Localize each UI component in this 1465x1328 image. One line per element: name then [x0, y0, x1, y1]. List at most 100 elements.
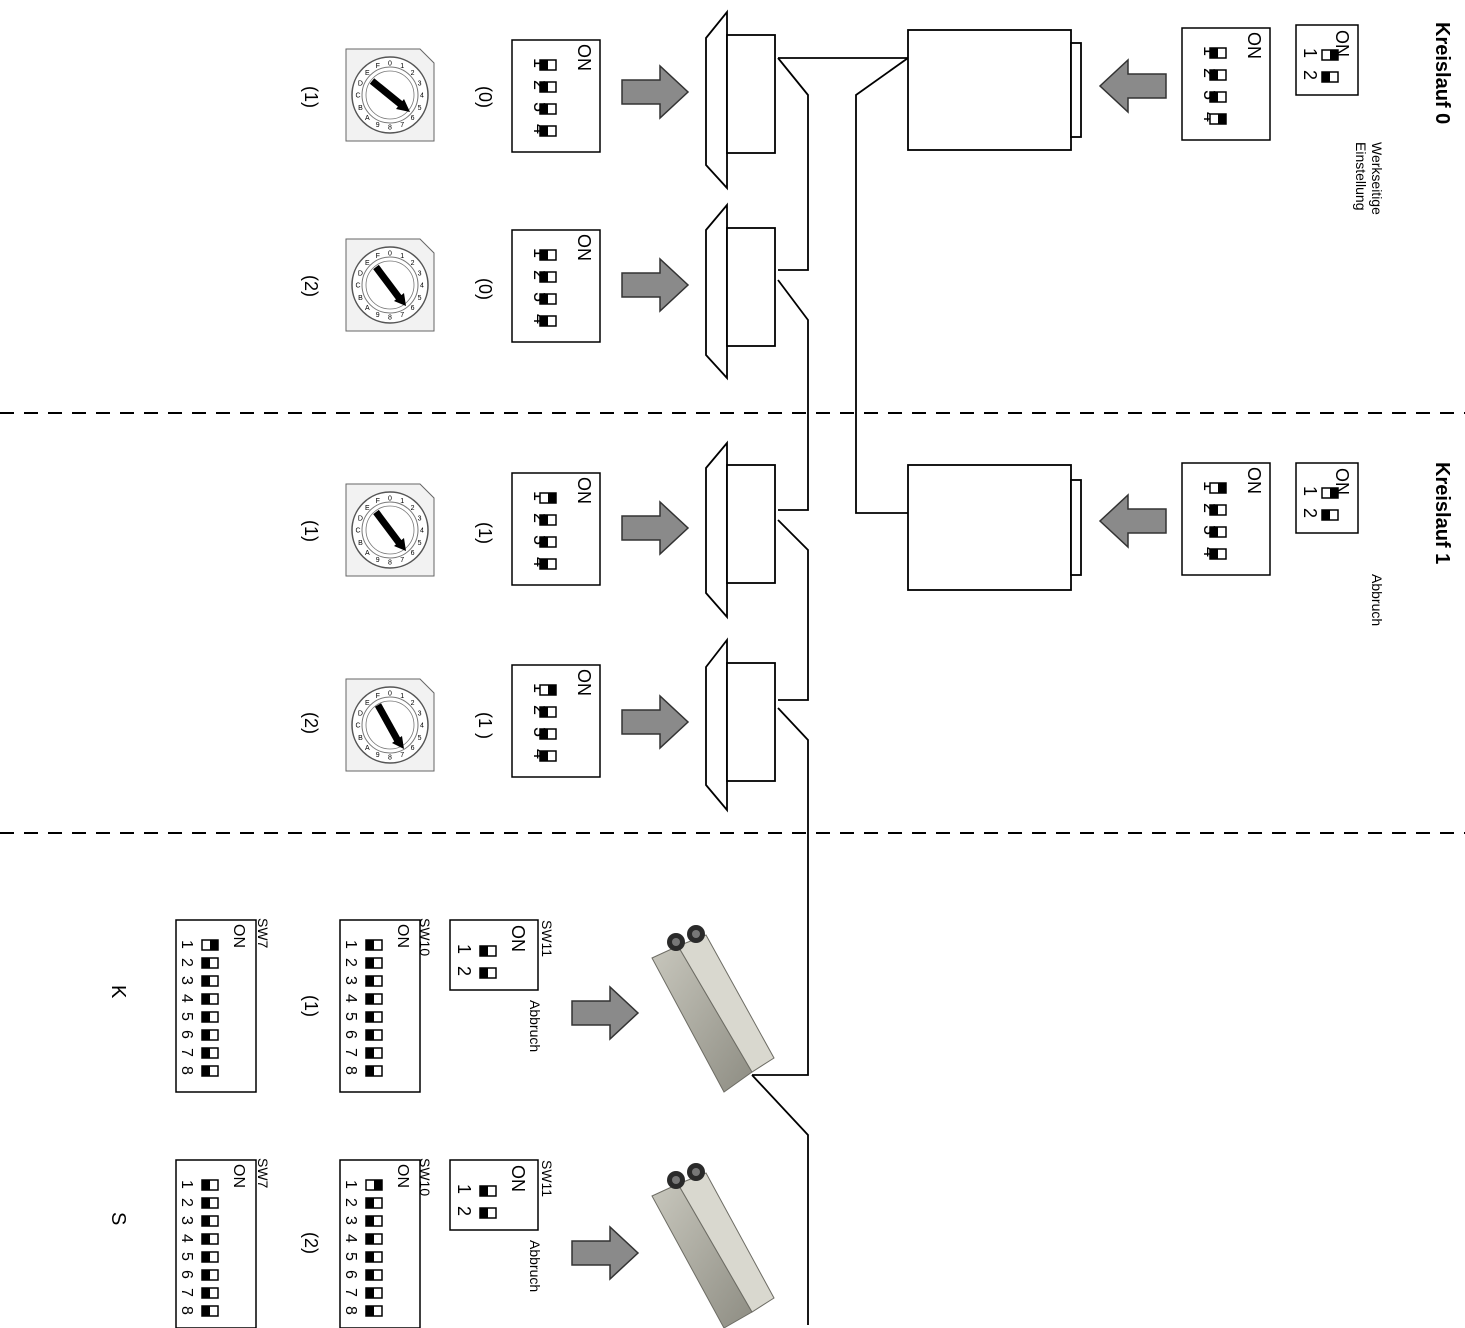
dial-hex-label: 9: [376, 122, 380, 129]
dip-switch-block-4: ON 1 2 3 4: [512, 473, 600, 585]
dial-hex-label: 3: [418, 80, 422, 87]
svg-text:ON: ON: [574, 44, 594, 71]
dial-hex-label: 8: [388, 560, 392, 567]
controller-box-0: [908, 30, 1081, 150]
dial-hex-label: 9: [376, 557, 380, 564]
dial-hex-label: F: [376, 693, 380, 700]
position-label: (0): [475, 278, 495, 300]
svg-text:1: 1: [454, 944, 474, 954]
svg-text:SW7: SW7: [255, 1158, 271, 1189]
svg-text:4: 4: [178, 994, 195, 1003]
dial-hex-label: 5: [418, 105, 422, 112]
dial-hex-label: 2: [411, 700, 415, 707]
svg-text:8: 8: [342, 1306, 359, 1315]
dial-hex-label: C: [355, 93, 360, 100]
arrow-right-icon: [622, 696, 688, 748]
dip-switch-sw10: SW10 ON 1 2 3 4 5 6 7 8: [340, 918, 433, 1092]
svg-text:5: 5: [178, 1252, 195, 1261]
dip-switch-sw11: SW11 ON 1 2: [450, 1160, 555, 1230]
svg-text:ON: ON: [574, 234, 594, 261]
note-werkseitige: Werkseitige: [1369, 142, 1385, 215]
svg-text:5: 5: [178, 1012, 195, 1021]
dip-switch-sw7: SW7 ON 1 2 3 4 5 6 7 8: [176, 918, 271, 1092]
connector-unit-1b: [706, 640, 775, 810]
svg-text:2: 2: [342, 958, 359, 967]
section-title-kreislauf1: Kreislauf 1: [1431, 462, 1453, 564]
svg-text:1: 1: [454, 1184, 474, 1194]
dial-hex-label: 0: [388, 61, 392, 68]
arrow-right-icon: [622, 259, 688, 311]
dial-hex-label: D: [358, 270, 363, 277]
svg-text:2: 2: [178, 958, 195, 967]
label-sw10-position: (2): [301, 1232, 321, 1254]
dial-hex-label: 2: [411, 505, 415, 512]
dial-hex-label: 5: [418, 735, 422, 742]
dial-hex-label: C: [355, 723, 360, 730]
dip-switch-block-2: ON 1 2: [1296, 463, 1358, 533]
dial-hex-label: 2: [411, 260, 415, 267]
dial-label: (1): [301, 86, 321, 108]
dial-hex-label: 1: [400, 693, 404, 700]
dial-hex-label: D: [358, 515, 363, 522]
dip-switch-block-4: ON 1 2 3 4: [512, 40, 600, 152]
dial-hex-label: 3: [418, 270, 422, 277]
dial-hex-label: A: [365, 305, 370, 312]
svg-text:1: 1: [1300, 48, 1320, 58]
svg-text:8: 8: [342, 1066, 359, 1075]
svg-text:3: 3: [342, 976, 359, 985]
svg-text:3: 3: [178, 1216, 195, 1225]
svg-text:2: 2: [454, 966, 474, 976]
dial-hex-label: C: [355, 528, 360, 535]
rotary-dial: FEDCBA9876543210: [346, 49, 434, 141]
dial-hex-label: 5: [418, 540, 422, 547]
dial-hex-label: B: [358, 295, 363, 302]
connector-unit-0a: [706, 12, 775, 188]
svg-text:2: 2: [1300, 70, 1320, 80]
dial-hex-label: E: [365, 700, 370, 707]
svg-text:ON: ON: [1244, 32, 1264, 59]
dial-hex-label: D: [358, 80, 363, 87]
dial-hex-label: 6: [411, 115, 415, 122]
svg-text:6: 6: [178, 1030, 195, 1039]
label-sw10-position: (1): [301, 995, 321, 1017]
arrow-right-icon: [622, 66, 688, 118]
dip-switch-block-4: ON 1 2 3 4: [1182, 28, 1270, 140]
dial-hex-label: 4: [420, 283, 424, 290]
dial-hex-label: 6: [411, 745, 415, 752]
svg-text:SW11: SW11: [539, 1160, 555, 1197]
dip-switch-block-4: ON 1 2 3 4: [512, 230, 600, 342]
dial-hex-label: 7: [400, 752, 404, 759]
dip-switch-block-2: ON 1 2: [1296, 25, 1358, 95]
svg-text:1: 1: [1300, 486, 1320, 496]
svg-text:7: 7: [342, 1048, 359, 1057]
dial-hex-label: 1: [400, 253, 404, 260]
position-label: (0): [475, 86, 495, 108]
svg-text:5: 5: [342, 1012, 359, 1021]
dip-switch-sw10: SW10 ON 1 2 3 4 5 6 7 8: [340, 1158, 433, 1328]
dip-switch-sw11: SW11 ON 1 2: [450, 920, 555, 990]
note-einstellung: Einstellung: [1353, 142, 1369, 211]
note-abbruch-2: Abbruch: [527, 1000, 543, 1052]
dial-hex-label: E: [365, 260, 370, 267]
section-title-kreislauf0: Kreislauf 0: [1431, 22, 1453, 124]
label-k: K: [107, 985, 129, 999]
dial-hex-label: 7: [400, 557, 404, 564]
connector-unit-0b: [706, 205, 775, 378]
dial-label: (1): [301, 520, 321, 542]
dial-hex-label: 4: [420, 93, 424, 100]
dial-hex-label: 1: [400, 63, 404, 70]
dial-hex-label: E: [365, 70, 370, 77]
svg-text:7: 7: [342, 1288, 359, 1297]
arrow-right-icon: [572, 987, 638, 1039]
controller-box-1: [908, 465, 1081, 590]
dial-hex-label: 9: [376, 752, 380, 759]
dial-hex-label: 0: [388, 691, 392, 698]
svg-text:ON: ON: [508, 925, 528, 952]
dial-label: (2): [301, 275, 321, 297]
dial-hex-label: F: [376, 253, 380, 260]
dial-hex-label: 2: [411, 70, 415, 77]
dial-hex-label: B: [358, 735, 363, 742]
position-label: (1 ): [475, 712, 495, 739]
dial-hex-label: 8: [388, 755, 392, 762]
